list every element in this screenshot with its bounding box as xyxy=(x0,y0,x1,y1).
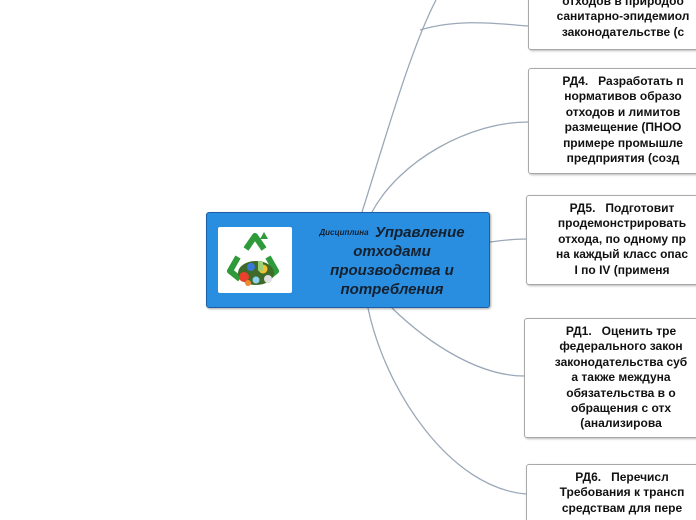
topic-node-rd5[interactable]: РД5. Подготовит продемонстрировать отход… xyxy=(526,195,696,285)
central-title-block: Дисциплина Управление отходами производс… xyxy=(299,219,485,303)
connector-top-branch xyxy=(419,22,529,31)
topic-node-rd1[interactable]: РД1. Оценить тре федерального закон зако… xyxy=(524,318,696,438)
topic-node-rd4[interactable]: РД4. Разработать п нормативов образо отх… xyxy=(528,68,696,174)
connector-rd4 xyxy=(371,121,529,213)
topic-node-top[interactable]: отходов в природоо санитарно-эпидемиол з… xyxy=(528,0,696,50)
connector-top xyxy=(361,0,437,213)
connector-rd1 xyxy=(391,307,525,377)
central-prefix: Дисциплина xyxy=(319,227,369,237)
recycle-symbol-icon xyxy=(227,232,279,286)
central-topic[interactable]: Дисциплина Управление отходами производс… xyxy=(206,212,490,308)
topic-node-rd6[interactable]: РД6. Перечисл Требования к трансп средст… xyxy=(526,464,696,520)
connector-rd6 xyxy=(367,307,527,495)
recycle-logo-icon xyxy=(218,227,292,293)
connector-rd5 xyxy=(489,238,527,243)
central-title: Управление отходами производства и потре… xyxy=(330,224,465,298)
